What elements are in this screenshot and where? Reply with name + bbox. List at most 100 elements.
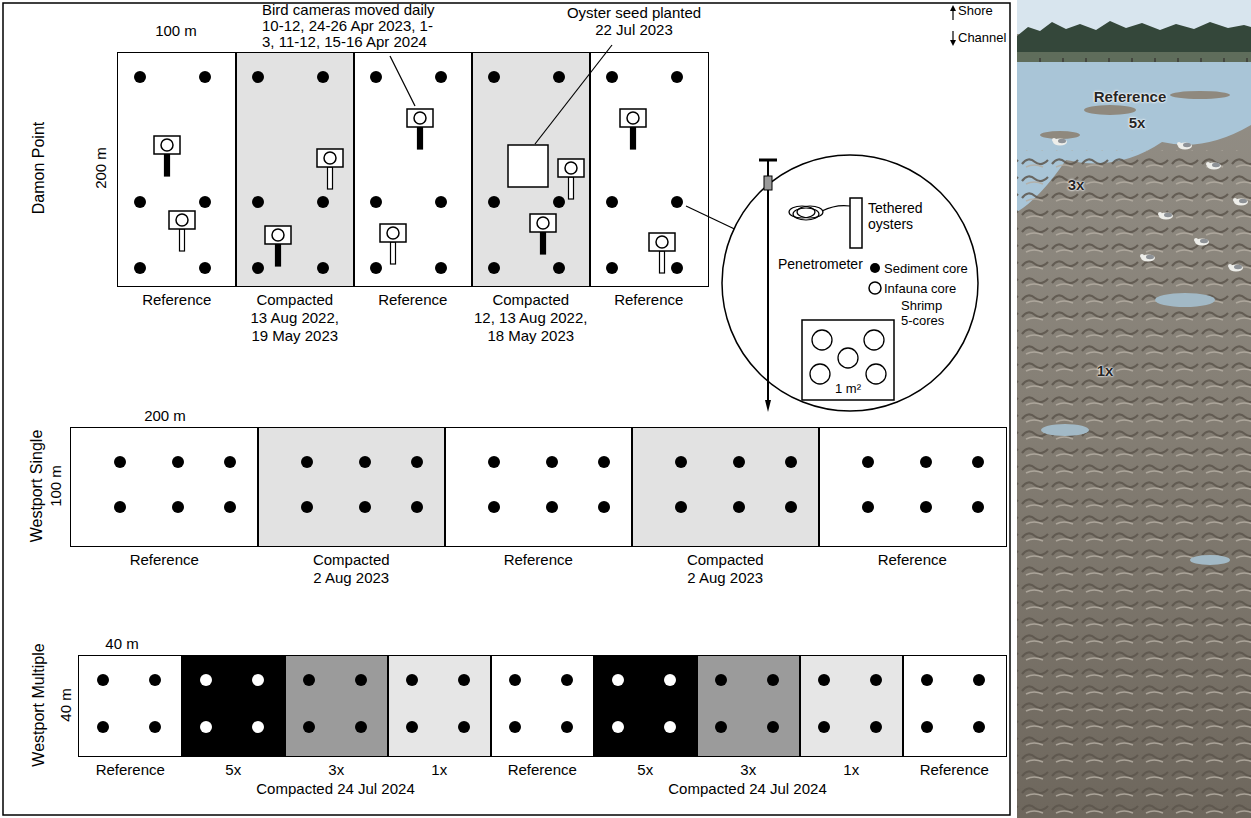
sediment-core-dot xyxy=(303,674,315,686)
sediment-core-dot xyxy=(488,456,500,468)
plot-box: 1x xyxy=(799,655,904,757)
mudflat-photo xyxy=(1177,142,1181,146)
treatment-name: Reference xyxy=(122,291,232,309)
sediment-core-dot xyxy=(435,262,447,274)
camera-body xyxy=(380,224,406,242)
camera-body xyxy=(530,214,556,232)
mudflat-photo xyxy=(1017,21,1251,54)
plot-label-holder: Compacted12, 13 Aug 2022, 18 May 2023 xyxy=(468,291,593,345)
site-name: Damon Point xyxy=(29,122,48,215)
sediment-core-dot xyxy=(671,196,683,208)
sediment-core-dot xyxy=(546,501,558,513)
sediment-core-dot xyxy=(411,456,423,468)
camera-body xyxy=(317,149,343,167)
direction-arrows xyxy=(950,5,956,46)
treatment-name: 1x xyxy=(394,761,484,779)
treatment-name: 5x xyxy=(600,761,690,779)
plot-box: Reference xyxy=(70,427,259,547)
figure-frame xyxy=(3,3,1010,815)
camera-body xyxy=(407,109,433,127)
bird-camera xyxy=(407,109,433,149)
leader-line xyxy=(686,206,734,229)
mudflat-photo xyxy=(1178,143,1192,150)
treatment-name: 5x xyxy=(188,761,278,779)
sediment-core-dot xyxy=(317,196,329,208)
treatment-dates: 13 Aug 2022, 19 May 2023 xyxy=(245,309,345,345)
camera-lens xyxy=(176,214,188,226)
dimension-label: 100 m xyxy=(155,22,197,40)
sediment-core-dot xyxy=(406,721,418,733)
site-row: Damon PointReferenceCompacted13 Aug 2022… xyxy=(117,52,709,287)
sediment-core-dot xyxy=(149,721,161,733)
bird-camera xyxy=(530,214,556,254)
mudflat-photo xyxy=(1052,138,1248,272)
camera-lens xyxy=(324,152,336,164)
mudflat-photo xyxy=(1052,138,1056,142)
station-inset xyxy=(722,155,978,412)
plot-label-holder: Reference xyxy=(497,761,587,779)
mudflat-photo xyxy=(1159,213,1173,220)
plot-box: 1x xyxy=(387,655,492,757)
camera-body xyxy=(265,226,291,244)
sediment-core-dot xyxy=(598,456,610,468)
sediment-core-dot xyxy=(488,71,500,83)
mudflat-photo xyxy=(1200,239,1208,243)
leader-line xyxy=(390,56,415,106)
sediment-core-dot xyxy=(200,674,212,686)
plot-fill xyxy=(902,655,1007,757)
treatment-name: Reference xyxy=(358,291,468,309)
sediment-core-dot xyxy=(785,456,797,468)
treatment-label: Compacted 24 Jul 2024 xyxy=(668,780,826,798)
plot-box: 5x xyxy=(593,655,698,757)
sediment-core-dot xyxy=(733,501,745,513)
sediment-core-dot xyxy=(200,721,212,733)
mudflat-photo xyxy=(1146,255,1154,259)
sediment-core-dot xyxy=(172,456,184,468)
bird-camera xyxy=(317,149,343,189)
sediment-core-dot xyxy=(199,196,211,208)
sediment-core-dot xyxy=(317,71,329,83)
sediment-core-dot xyxy=(458,674,470,686)
dimension-label-holder: 200 m xyxy=(92,147,110,189)
treatment-label-holder: Compacted 24 Jul 2024 xyxy=(668,780,826,798)
plot-label-holder: Compacted2 Aug 2023 xyxy=(291,551,411,587)
treatment-name: Reference xyxy=(497,761,587,779)
camera-body xyxy=(649,233,675,251)
sediment-core-dot xyxy=(767,674,779,686)
site-row: Westport MultipleReference5x3x1xReferenc… xyxy=(78,655,1007,757)
camera-body xyxy=(558,159,584,177)
site-name: Westport Single xyxy=(27,430,46,543)
treatment-name: Reference xyxy=(478,551,598,569)
dimension-label: 40 m xyxy=(105,635,138,653)
camera-lens xyxy=(537,217,549,229)
direction-label: Channel xyxy=(958,30,1006,45)
mudflat-photo xyxy=(1207,163,1221,170)
sediment-core-dot xyxy=(252,674,264,686)
plot-fill xyxy=(284,655,389,757)
photo-label: 3x xyxy=(1068,176,1085,194)
plot-fill xyxy=(471,52,591,287)
direction-arrows xyxy=(950,40,956,46)
sediment-core-dot xyxy=(252,262,264,274)
treatment-name: 3x xyxy=(291,761,381,779)
sediment-core-dot xyxy=(488,501,500,513)
mudflat-photo xyxy=(1164,213,1172,217)
mudflat-photo xyxy=(1058,139,1066,143)
direction-label: Shore xyxy=(958,3,993,18)
station-inset xyxy=(866,364,886,384)
sediment-core-dot xyxy=(199,262,211,274)
dimension-label-holder: 100 m xyxy=(47,465,65,507)
plot-fill xyxy=(70,427,259,547)
plot-label-holder: Reference xyxy=(104,551,224,569)
station-inset xyxy=(797,206,823,218)
sediment-core-dot xyxy=(359,456,371,468)
station-inset xyxy=(850,198,862,248)
sediment-core-dot xyxy=(134,262,146,274)
sediment-core-dot xyxy=(862,456,874,468)
camera-lens xyxy=(387,227,399,239)
sediment-core-dot xyxy=(767,721,779,733)
plot-fill xyxy=(631,427,820,547)
plot-label-holder: Compacted13 Aug 2022, 19 May 2023 xyxy=(245,291,345,345)
photo-label-holder: 1x xyxy=(1097,362,1114,380)
